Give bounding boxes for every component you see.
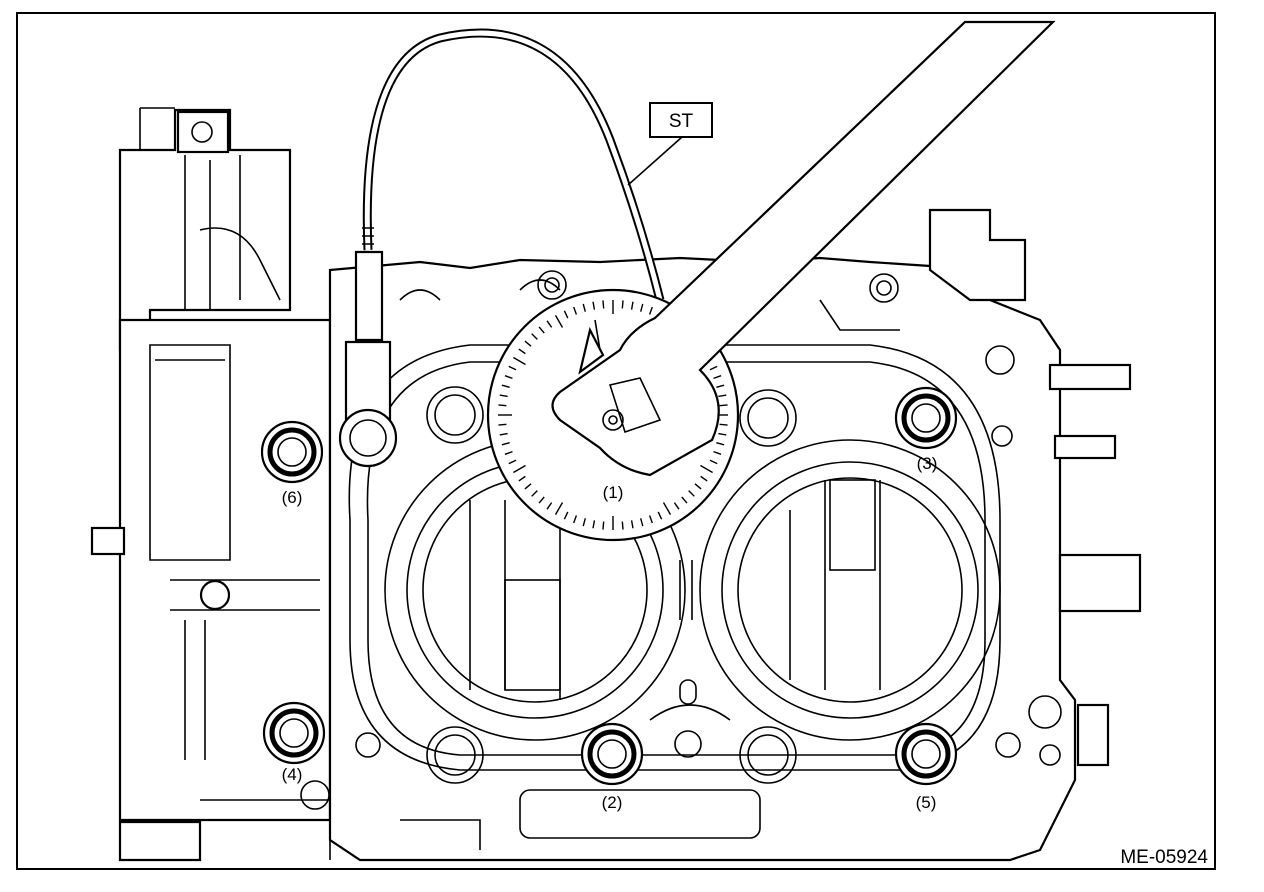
dial-tick bbox=[504, 450, 513, 455]
dial-tick bbox=[499, 432, 508, 436]
cylinder-bore-right bbox=[699, 439, 1001, 741]
bolt-label-1: (1) bbox=[603, 483, 624, 502]
dial-tick bbox=[498, 404, 507, 407]
dial-tick bbox=[582, 518, 586, 527]
bolt-label-6: (6) bbox=[282, 488, 303, 507]
st-label: ST bbox=[669, 111, 694, 132]
dial-tick bbox=[648, 306, 653, 315]
dial-tick bbox=[546, 502, 553, 510]
dial-tick bbox=[602, 300, 605, 309]
bolt-2 bbox=[580, 722, 644, 786]
dial-tick bbox=[709, 365, 718, 371]
dial-tick bbox=[716, 384, 725, 388]
dial-tick bbox=[602, 521, 605, 530]
dial-tick bbox=[499, 394, 508, 398]
dial-tick bbox=[518, 348, 526, 355]
bolt-6 bbox=[260, 420, 324, 484]
dial-tick bbox=[573, 306, 578, 315]
dial-tick bbox=[592, 520, 596, 529]
dial-tick bbox=[688, 490, 695, 497]
dial-tick bbox=[508, 459, 517, 465]
dial-tick bbox=[501, 384, 510, 388]
dial-tick bbox=[630, 301, 634, 310]
dial-tick bbox=[662, 502, 672, 515]
dial-tick bbox=[573, 515, 578, 524]
dial-tick bbox=[719, 423, 728, 426]
dial-tick bbox=[531, 490, 538, 497]
dial-tick bbox=[700, 475, 708, 482]
dial-tick bbox=[621, 300, 624, 309]
dial-tick bbox=[518, 475, 526, 482]
st-callout: ST bbox=[627, 102, 713, 186]
dial-tick bbox=[713, 375, 722, 380]
dial-tick bbox=[546, 320, 553, 328]
dial-tick bbox=[592, 301, 596, 310]
dial-tick bbox=[713, 450, 722, 455]
dial-tick bbox=[531, 333, 538, 340]
figure-frame bbox=[16, 12, 1216, 870]
dial-tick bbox=[538, 326, 545, 334]
bore-divider bbox=[679, 560, 693, 620]
bolt-label-3: (3) bbox=[917, 454, 938, 473]
dial-tick bbox=[718, 432, 727, 436]
dial-tick bbox=[524, 340, 532, 347]
dial-tick bbox=[709, 459, 718, 465]
bolt-3 bbox=[894, 386, 958, 450]
dial-tick bbox=[648, 515, 653, 524]
dial-tick bbox=[563, 310, 569, 319]
angle-gauge-cable bbox=[338, 28, 665, 468]
bolt-5 bbox=[894, 722, 958, 786]
dial-tick bbox=[554, 315, 564, 328]
dial-tick bbox=[657, 511, 663, 520]
dial-tick bbox=[719, 404, 728, 407]
dial-tick bbox=[582, 303, 586, 312]
dial-tick bbox=[621, 521, 624, 530]
wrench bbox=[551, 20, 1056, 477]
dial-tick bbox=[673, 502, 680, 510]
dial-tick bbox=[630, 520, 634, 529]
dial-tick bbox=[504, 375, 513, 380]
dial-tick bbox=[716, 442, 725, 446]
dial-tick bbox=[538, 496, 545, 504]
dial-tick bbox=[681, 496, 688, 504]
bolt-4 bbox=[262, 701, 326, 765]
dial-tick bbox=[498, 423, 507, 426]
dial-tick bbox=[524, 483, 532, 490]
bolt-label-4: (4) bbox=[282, 765, 303, 784]
dial-tick bbox=[554, 502, 564, 515]
dial-tick bbox=[694, 483, 702, 490]
bolt-label-5: (5) bbox=[916, 793, 937, 812]
dial-tick bbox=[640, 303, 644, 312]
dial-tick bbox=[513, 356, 526, 366]
bolt-label-2: (2) bbox=[602, 793, 623, 812]
dial-tick bbox=[513, 464, 526, 474]
dial-tick bbox=[563, 511, 569, 520]
bolt-holes bbox=[426, 386, 797, 784]
dial-tick bbox=[700, 464, 713, 474]
dial-tick bbox=[640, 518, 644, 527]
dial-tick bbox=[508, 365, 517, 371]
dial-tick bbox=[501, 442, 510, 446]
figure-id: ME-05924 bbox=[1120, 847, 1208, 868]
dial-tick bbox=[718, 394, 727, 398]
